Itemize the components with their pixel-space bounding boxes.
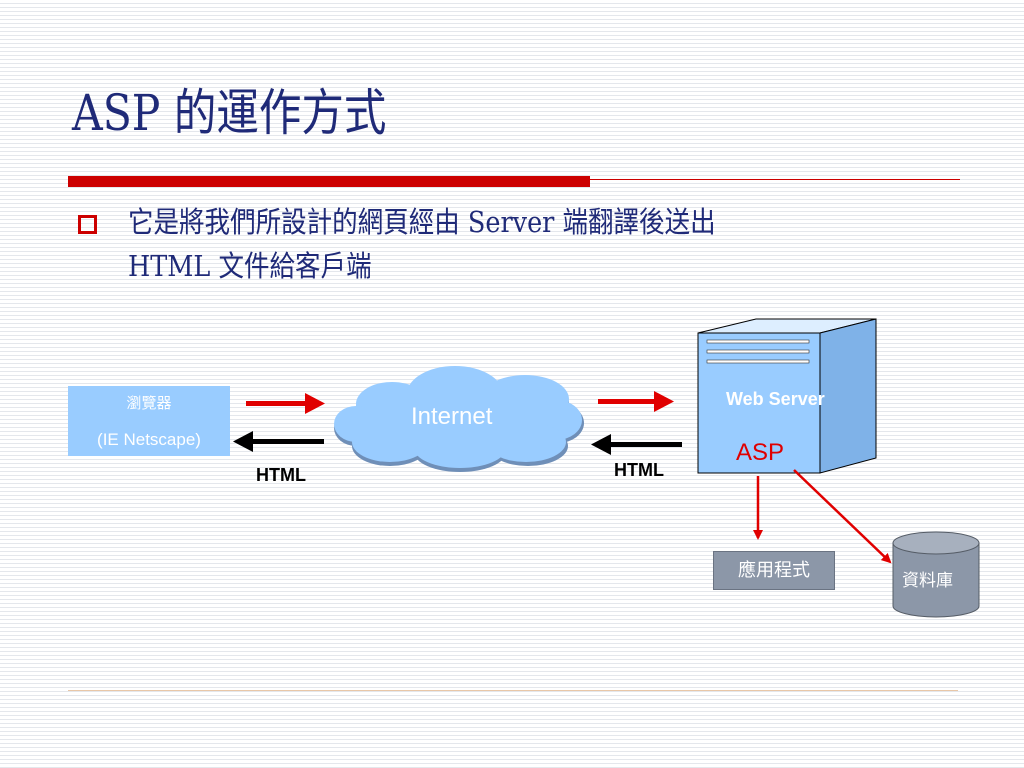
footer-divider (68, 690, 958, 691)
database-label: 資料庫 (902, 571, 953, 591)
browser-box: 瀏覽器 (IE Netscape) (68, 386, 230, 456)
browser-examples: (IE Netscape) (97, 430, 201, 449)
title-underline-thin (590, 179, 960, 180)
bullet-text-line-2: HTML 文件給客戶端 (128, 249, 372, 283)
html-label-left: HTML (256, 465, 306, 485)
cloud-icon (334, 366, 584, 472)
arrow-internet-to-browser (233, 431, 324, 452)
arrow-server-to-internet (591, 434, 682, 455)
browser-label: 瀏覽器 (126, 394, 172, 412)
application-box: 應用程式 (713, 551, 835, 590)
database-cylinder-icon (892, 531, 980, 618)
arrow-internet-to-server (598, 391, 674, 412)
arrow-browser-to-internet (246, 393, 325, 414)
web-server-label: Web Server (726, 389, 825, 409)
asp-label: ASP (736, 439, 785, 466)
html-label-right: HTML (614, 460, 664, 480)
server-tower-icon (697, 318, 877, 474)
slide-title: ASP 的運作方式 (72, 84, 387, 142)
internet-label: Internet (411, 403, 493, 430)
title-underline-bar (68, 176, 590, 187)
bullet-square-icon (78, 215, 97, 234)
arrow-asp-to-database (793, 469, 892, 564)
bullet-text-line-1: 它是將我們所設計的網頁經由 Server 端翻譯後送出 (128, 205, 716, 239)
